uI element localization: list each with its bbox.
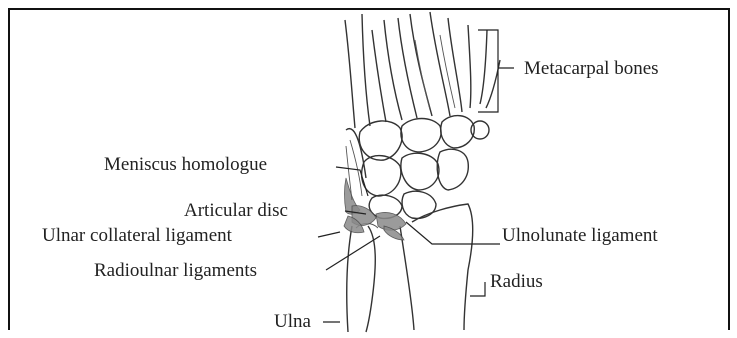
label-ulna: Ulna xyxy=(274,311,312,332)
label-articular-disc: Articular disc xyxy=(184,200,288,221)
label-radioulnar-ligaments: Radioulnar ligaments xyxy=(94,260,257,281)
label-ulnar-collateral-ligament: Ulnar collateral ligament xyxy=(42,225,233,246)
meniscus-leader xyxy=(336,167,368,196)
label-ulnolunate-ligament: Ulnolunate ligament xyxy=(502,225,658,246)
metacarpal-bracket xyxy=(478,30,514,112)
label-meniscus-homologue: Meniscus homologue xyxy=(104,154,267,175)
carpal-bones-drawing xyxy=(346,116,489,219)
ulnolunate-leader xyxy=(406,222,500,244)
ulnar-collateral-leader xyxy=(318,232,340,237)
ligaments-drawing xyxy=(344,140,406,240)
radius-leader xyxy=(470,282,485,296)
label-radius: Radius xyxy=(490,271,543,292)
label-metacarpal-bones: Metacarpal bones xyxy=(524,58,659,79)
radioulnar-leader xyxy=(326,236,380,270)
metacarpal-bones-drawing xyxy=(345,12,500,128)
